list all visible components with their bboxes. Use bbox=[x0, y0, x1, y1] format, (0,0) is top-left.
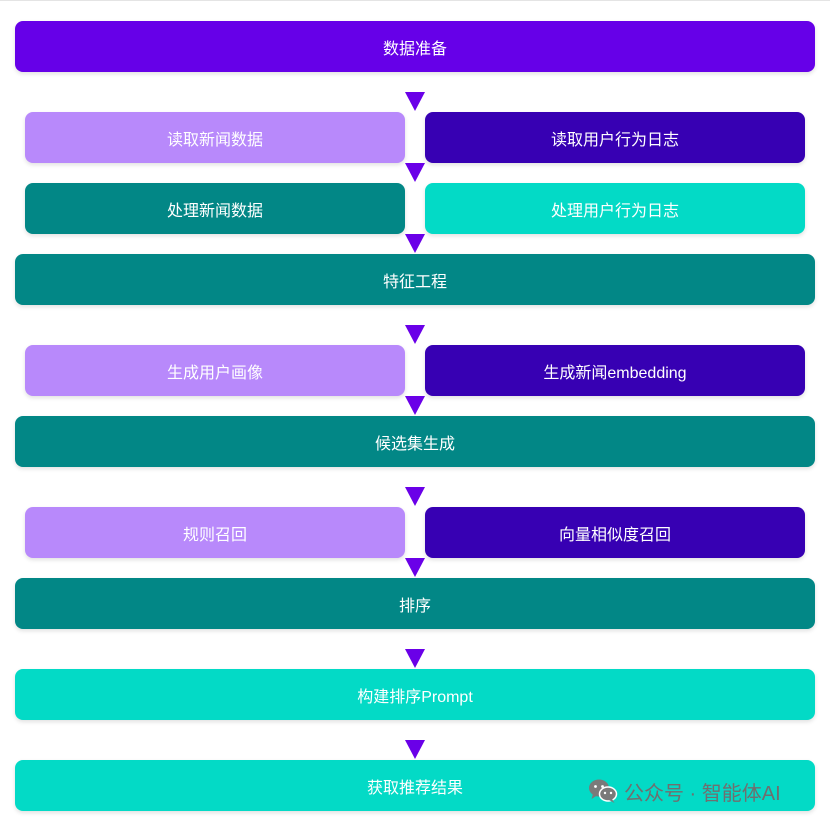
watermark-text: 公众号 · 智能体AI bbox=[624, 782, 781, 805]
node-news-embedding: 生成新闻embedding bbox=[425, 345, 805, 396]
arrow-down-5 bbox=[405, 396, 425, 415]
node-read-news: 读取新闻数据 bbox=[25, 112, 405, 163]
node-get-results: 获取推荐结果 bbox=[15, 760, 815, 811]
arrow-down-8 bbox=[405, 649, 425, 668]
node-rule-recall: 规则召回 bbox=[25, 507, 405, 558]
arrow-down-3 bbox=[405, 234, 425, 253]
node-process-logs: 处理用户行为日志 bbox=[425, 183, 805, 234]
node-user-profile: 生成用户画像 bbox=[25, 345, 405, 396]
node-vector-recall: 向量相似度召回 bbox=[425, 507, 805, 558]
top-divider bbox=[0, 0, 830, 1]
node-build-prompt: 构建排序Prompt bbox=[15, 669, 815, 720]
node-ranking: 排序 bbox=[15, 578, 815, 629]
arrow-down-2 bbox=[405, 163, 425, 182]
node-candidate-generation: 候选集生成 bbox=[15, 416, 815, 467]
arrow-down-6 bbox=[405, 487, 425, 506]
wechat-icon bbox=[589, 779, 618, 803]
arrow-down-7 bbox=[405, 558, 425, 577]
node-data-prep: 数据准备 bbox=[15, 21, 815, 72]
watermark: 公众号 · 智能体AI bbox=[588, 775, 781, 807]
node-feature-engineering: 特征工程 bbox=[15, 254, 815, 305]
arrow-down-4 bbox=[405, 325, 425, 344]
arrow-down-9 bbox=[405, 740, 425, 759]
node-process-news: 处理新闻数据 bbox=[25, 183, 405, 234]
arrow-down-1 bbox=[405, 92, 425, 111]
node-read-logs: 读取用户行为日志 bbox=[425, 112, 805, 163]
